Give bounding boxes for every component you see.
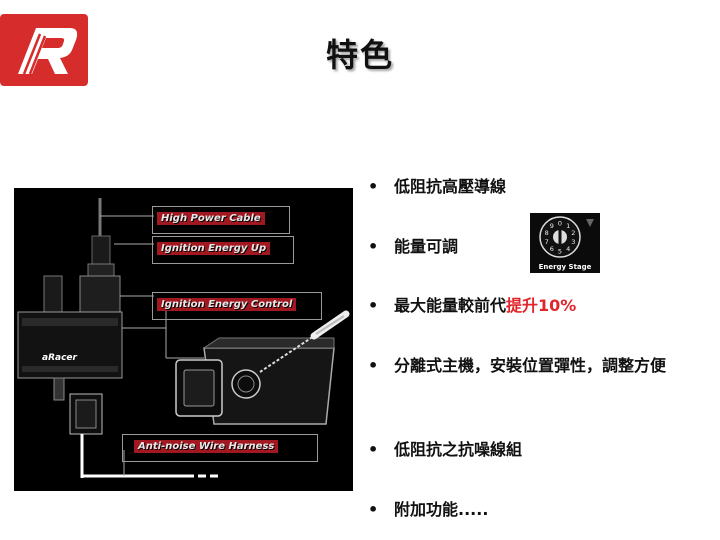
label-ignition-energy-up: Ignition Energy Up (157, 242, 271, 255)
tag-frame-anti-noise (122, 434, 318, 462)
dial-digit: 1 (566, 222, 570, 230)
tag-frame-high-power (152, 206, 290, 234)
label-anti-noise-harness: Anti-noise Wire Harness (134, 440, 279, 453)
label-ignition-energy-control: Ignition Energy Control (157, 298, 297, 311)
bullet-dot-icon: • (368, 237, 379, 256)
product-illustration (17, 198, 350, 478)
page-title: 特色 (325, 36, 394, 74)
dial-digit: 4 (566, 245, 570, 253)
bullet-dot-icon: • (368, 440, 379, 459)
dial-digit: 3 (571, 238, 575, 246)
dial-digit: 6 (550, 245, 554, 253)
dial-digit: 0 (558, 220, 562, 228)
dial-digit: 9 (550, 222, 554, 230)
dial-digit: 5 (558, 248, 562, 256)
dial-digit: 7 (545, 238, 549, 246)
brand-logo (0, 14, 88, 86)
tag-frame-energy-up (152, 236, 294, 264)
bullet-dot-icon: • (368, 296, 379, 315)
dial-digit: 8 (545, 229, 549, 237)
tag-frame-energy-control (152, 292, 322, 320)
module-brand-label: aRacer (42, 353, 77, 363)
label-high-power-cable: High Power Cable (157, 212, 265, 225)
product-diagram: High Power Cable Ignition Energy Up Igni… (14, 188, 353, 491)
bullet-dot-icon: • (368, 500, 379, 519)
highlight-text: 提升10% (506, 296, 577, 315)
feature-text: 最大能量較前代 (394, 296, 507, 315)
energy-stage-label: Energy Stage (538, 263, 592, 271)
bullet-dot-icon: • (368, 356, 379, 375)
dial-digit: 2 (571, 229, 575, 237)
bullet-dot-icon: • (368, 177, 379, 196)
